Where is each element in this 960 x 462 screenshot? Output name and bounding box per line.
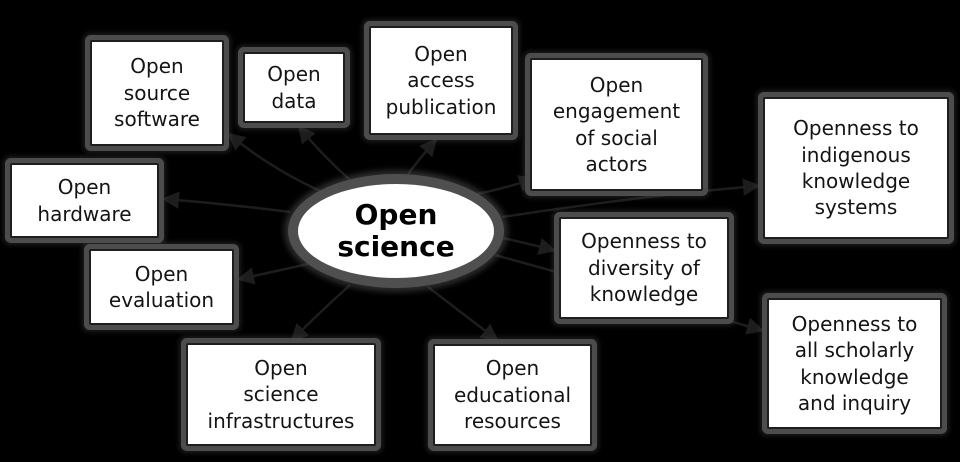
node-open-science-infrastructures: Open science infrastructures	[186, 343, 376, 446]
edge-open-access-publication	[407, 138, 438, 175]
node-openness-to-diversity-of-knowledge: Openness to diversity of knowledge	[559, 217, 729, 319]
node-open-educational-resources: Open educational resources	[433, 344, 592, 446]
node-open-access-publication: Open access publication	[369, 26, 513, 135]
node-open-source-software: Open source software	[90, 40, 224, 146]
node-open-hardware: Open hardware	[10, 163, 159, 238]
edge-open-hardware	[161, 191, 291, 214]
node-openness-to-all-scholarly-knowledge-and-inquiry: Openness to all scholarly knowledge and …	[767, 298, 942, 429]
node-label: Openness to all scholarly knowledge and …	[791, 311, 918, 415]
node-label: Open hardware	[37, 175, 132, 226]
node-label: Open educational resources	[453, 356, 572, 434]
node-open-data: Open data	[243, 52, 345, 123]
edge-open-science-infrastructures	[290, 284, 351, 342]
center-label: Open science	[337, 197, 455, 263]
node-label: Open engagement of social actors	[552, 72, 681, 176]
node-open-engagement-of-social-actors: Open engagement of social actors	[530, 58, 703, 191]
node-label: Open source software	[114, 54, 200, 132]
node-label: Open evaluation	[108, 261, 215, 312]
edge-openness-to-diversity-of-knowledge	[502, 236, 557, 255]
edge-open-evaluation	[236, 262, 309, 285]
node-label: Openness to diversity of knowledge	[581, 229, 707, 307]
edge-openness-to-indigenous-knowledge-systems	[501, 178, 761, 219]
node-label: Open access publication	[385, 41, 497, 119]
node-label: Open data	[267, 62, 321, 113]
node-open-science-center: Open science	[288, 174, 504, 288]
edge-open-educational-resources	[427, 286, 499, 342]
node-label: Open science infrastructures	[207, 355, 355, 433]
node-label: Openness to indigenous knowledge systems	[793, 116, 919, 220]
edge-open-data	[297, 125, 351, 181]
node-open-evaluation: Open evaluation	[89, 249, 234, 325]
edge-open-source-software	[227, 132, 321, 193]
node-openness-to-indigenous-knowledge-systems: Openness to indigenous knowledge systems	[763, 97, 949, 239]
